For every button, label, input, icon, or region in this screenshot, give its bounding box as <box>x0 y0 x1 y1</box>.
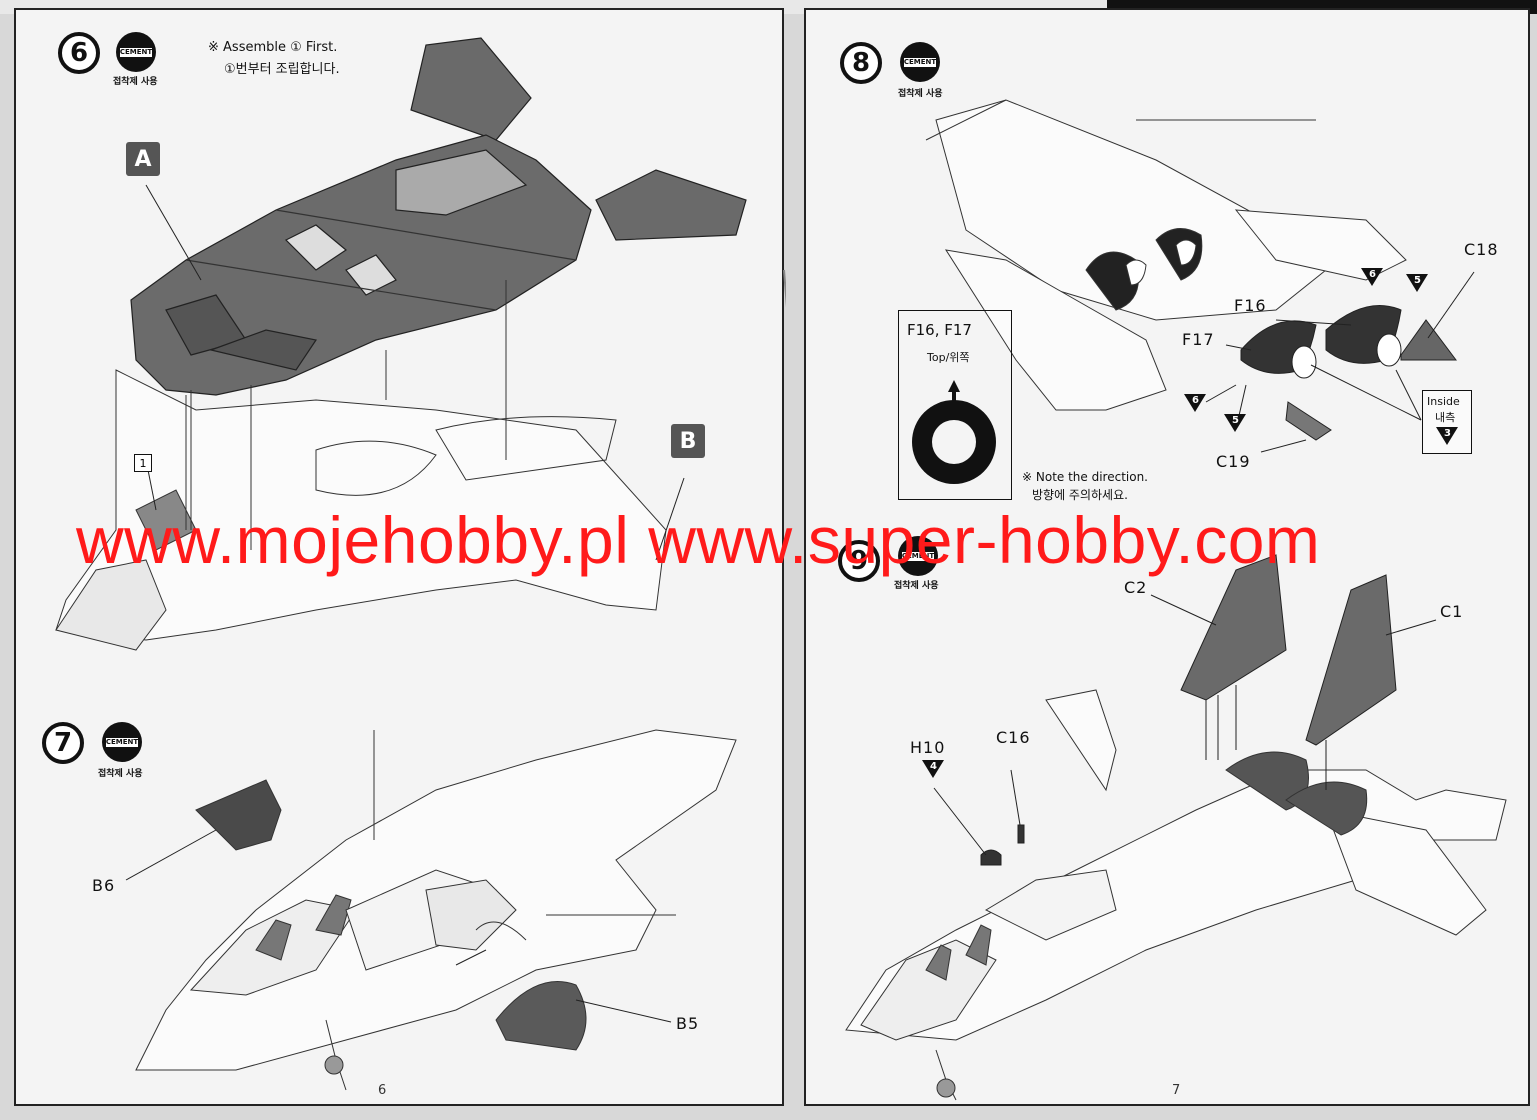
callout-a: A <box>126 142 160 176</box>
step6-leader-lines <box>145 184 685 561</box>
step-ref-triangle <box>1406 274 1428 292</box>
part-label-h10: H10 <box>910 738 946 757</box>
direction-note-ko: 방향에 주의하세요. <box>1032 488 1128 502</box>
page-number-left: 6 <box>378 1083 387 1098</box>
step-number-6: 6 <box>58 32 100 74</box>
step-ref-triangle <box>1224 414 1246 432</box>
step9-leader-lines <box>933 594 1437 856</box>
instruction-page-left: 6 CEMENT 접착제 사용 ※ Assemble ① First. ①번부터… <box>14 8 786 1106</box>
step-number-7: 7 <box>42 722 84 764</box>
step7-leader-lines <box>125 829 672 1023</box>
cement-badge-step9: CEMENT <box>898 536 938 576</box>
part-label-f16: F16 <box>1234 296 1267 315</box>
step-ref-triangle <box>922 760 944 778</box>
cement-badge-step8: CEMENT <box>900 42 940 82</box>
lower-fuselage-drawing <box>55 280 667 651</box>
step8-step9-drawings <box>845 99 1507 1101</box>
part-label-f17: F17 <box>1182 330 1215 349</box>
inside-label: Inside <box>1427 395 1460 408</box>
step6-step7-drawings <box>55 37 786 1091</box>
nozzle-direction-diagram <box>912 380 996 484</box>
cement-badge-text: CEMENT <box>903 58 937 66</box>
instruction-page-right: 8 CEMENT 접착제 사용 C18 F16 F17 C19 6 5 6 5 … <box>804 8 1530 1106</box>
step-ref-number: 5 <box>1232 415 1239 426</box>
assemble-first-note: ※ Assemble ① First. <box>208 40 338 55</box>
step-ref-triangle <box>1361 268 1383 286</box>
step-ref-number: 6 <box>1369 269 1376 280</box>
page-crease <box>783 269 786 308</box>
direction-note: ※ Note the direction. <box>1022 470 1148 484</box>
nozzle-parts-drawing <box>1240 305 1457 441</box>
cement-badge-text: CEMENT <box>105 738 139 746</box>
step-ref-number: 6 <box>1192 395 1199 406</box>
nozzle-box-title: F16, F17 <box>907 321 972 339</box>
cement-note-step9: 접착제 사용 <box>894 581 939 591</box>
upper-fuselage-drawing <box>130 37 747 396</box>
part-label-b6: B6 <box>92 876 116 895</box>
assemble-first-note-ko: ①번부터 조립합니다. <box>224 62 340 77</box>
cement-note-step7: 접착제 사용 <box>98 769 143 779</box>
callout-b: B <box>671 424 705 458</box>
part-label-b5: B5 <box>676 1014 700 1033</box>
step-ref-number: 4 <box>930 761 937 772</box>
inside-note-box: Inside 내측 3 <box>1422 390 1472 454</box>
step7-fuselage-drawing <box>135 729 737 1091</box>
part-label-c19: C19 <box>1216 452 1251 471</box>
step-ref-triangle <box>1436 427 1458 445</box>
part-label-c1: C1 <box>1440 602 1464 621</box>
cement-note-step8: 접착제 사용 <box>898 89 943 99</box>
rear-fuselage-drawing <box>925 99 1407 411</box>
step-ref-number: 3 <box>1444 428 1451 439</box>
watermark-text: www.mojehobby.pl www.super-hobby.com <box>76 503 1321 577</box>
inside-label-ko: 내측 <box>1435 411 1456 424</box>
cement-note-step6: 접착제 사용 <box>113 77 158 87</box>
nozzle-direction-box: F16, F17 Top/위쪽 <box>898 310 1012 500</box>
part-label-c18: C18 <box>1464 240 1499 259</box>
reference-box-1: 1 <box>134 454 152 472</box>
nozzle-box-top: Top/위쪽 <box>927 351 970 364</box>
step-ref-number: 5 <box>1414 275 1421 286</box>
step-ref-triangle <box>1184 394 1206 412</box>
cement-badge-step7: CEMENT <box>102 722 142 762</box>
cement-badge-step6: CEMENT <box>116 32 156 72</box>
cement-badge-text: CEMENT <box>119 48 153 56</box>
cement-badge-text: CEMENT <box>901 552 935 560</box>
vertical-fins-drawing <box>980 554 1397 866</box>
step9-aircraft-drawing <box>845 689 1507 1101</box>
step-number-8: 8 <box>840 42 882 84</box>
part-label-c16: C16 <box>996 728 1031 747</box>
part-label-c2: C2 <box>1124 578 1148 597</box>
page-number-right: 7 <box>1172 1083 1181 1098</box>
step-number-9: 9 <box>838 540 880 582</box>
